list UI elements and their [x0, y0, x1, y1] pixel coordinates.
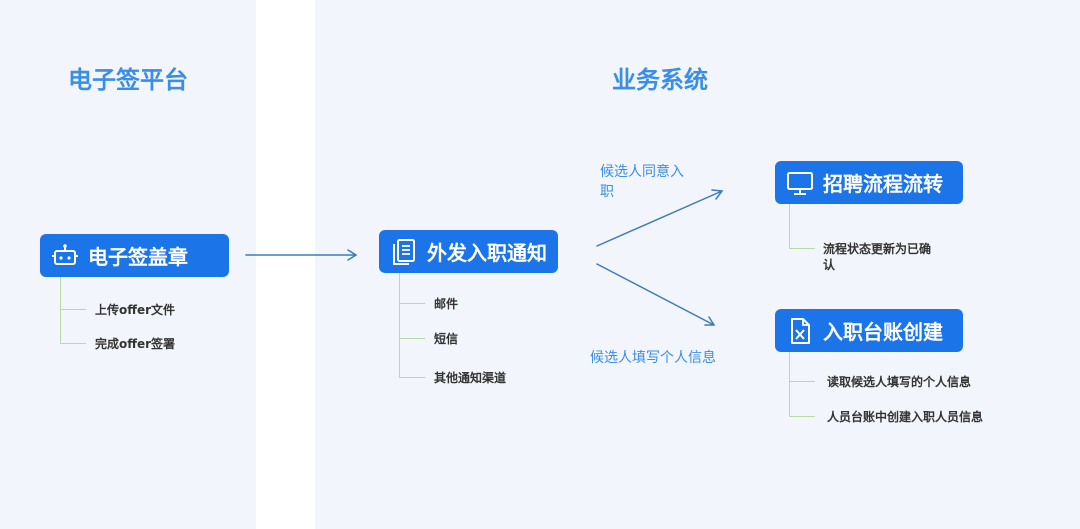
ledger-create-label: 入职台账创建 — [823, 320, 943, 344]
notify-tree-line — [399, 273, 400, 378]
arrow-esign-to-notify — [245, 249, 358, 261]
edge-label-candidate-agree: 候选人同意入 职 — [600, 164, 684, 200]
esign-tree-branch — [60, 343, 86, 344]
notify-channel-other: 其他通知渠道 — [434, 371, 507, 385]
recruit-tree-line — [789, 204, 790, 249]
notify-channel-sms: 短信 — [434, 332, 459, 346]
arrow-notify-to-ledger — [596, 263, 716, 326]
esign-step-sign: 完成offer签署 — [95, 337, 176, 351]
ledger-step-read: 读取候选人填写的个人信息 — [827, 375, 972, 389]
recruit-flow-node[interactable]: 招聘流程流转 — [775, 161, 963, 204]
esign-stamp-node[interactable]: 电子签盖章 — [40, 234, 229, 277]
notify-channel-email: 邮件 — [434, 297, 459, 311]
send-notice-label: 外发入职通知 — [427, 241, 547, 265]
esign-tree-branch — [60, 309, 86, 310]
excel-file-icon — [785, 316, 815, 346]
monitor-icon — [785, 168, 815, 198]
notify-tree-branch — [399, 377, 425, 378]
esign-tree-line — [60, 277, 61, 344]
esign-step-upload: 上传offer文件 — [95, 303, 176, 317]
ledger-tree-branch — [789, 416, 815, 417]
edge-label-candidate-fill: 候选人填写个人信息 — [590, 350, 716, 366]
notify-tree-branch — [399, 338, 425, 339]
send-notice-node[interactable]: 外发入职通知 — [379, 230, 558, 273]
robot-icon — [50, 241, 80, 271]
ledger-tree-branch — [789, 381, 815, 382]
ledger-tree-line — [789, 352, 790, 416]
recruit-tree-branch — [789, 248, 815, 249]
arrow-notify-to-recruit — [596, 189, 724, 247]
esign-platform-title: 电子签平台 — [68, 66, 188, 94]
ledger-create-node[interactable]: 入职台账创建 — [775, 309, 963, 352]
recruit-flow-label: 招聘流程流转 — [823, 172, 943, 196]
document-icon — [389, 237, 419, 267]
business-system-title: 业务系统 — [612, 66, 708, 94]
notify-tree-branch — [399, 303, 425, 304]
ledger-step-create: 人员台账中创建入职人员信息 — [827, 410, 984, 424]
esign-stamp-label: 电子签盖章 — [88, 245, 188, 269]
recruit-step-status: 流程状态更新为已确 认 — [823, 242, 932, 272]
